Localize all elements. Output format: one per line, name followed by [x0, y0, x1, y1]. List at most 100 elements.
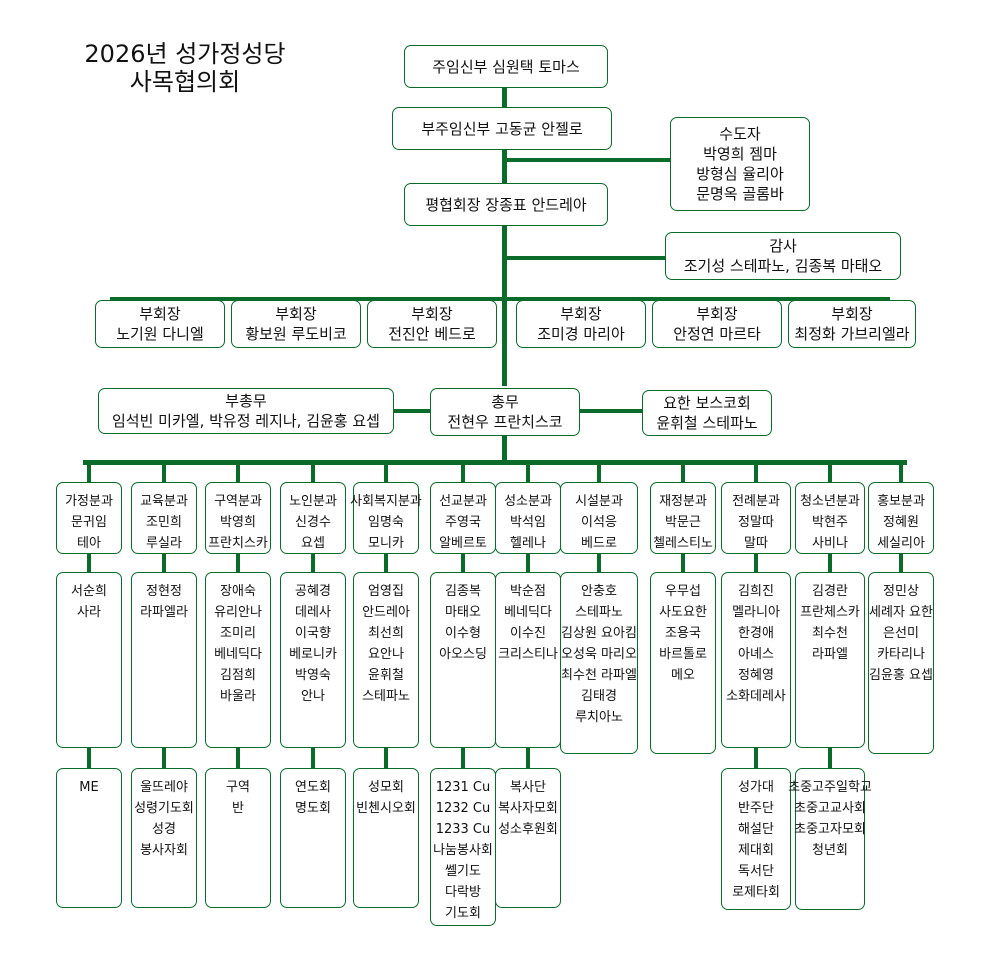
division-group-text: 복사자모회 — [498, 801, 558, 816]
secretary-general-box: 총무 전현우 프란치스코 — [430, 388, 580, 436]
division-member-text: 요안나 — [368, 647, 404, 662]
don-bosco-box: 요한 보스코회 윤휘철 스테파노 — [642, 390, 772, 436]
division-group-text: 초중고교사회 — [794, 801, 866, 816]
division-group-text: 성소후원회 — [498, 822, 558, 837]
division-member-text: 데레사 — [295, 605, 331, 620]
vice-president-heading: 부회장 — [831, 305, 873, 323]
division-member-text: 아오스딩 — [439, 647, 487, 662]
secretary-general-heading: 총무 — [491, 393, 519, 411]
division-member-text: 조용국 — [665, 626, 701, 641]
religious-box: 수도자 박영희 젬마 방형심 율리아 문명옥 골롬바 — [670, 117, 810, 211]
division-head-text: 테아 — [77, 536, 101, 551]
division-head-text: 첼레스티노 — [653, 536, 713, 551]
division-head-text: 시설분과 — [575, 494, 623, 509]
division-group-connector — [162, 748, 166, 772]
division-member-text: 김희진 — [738, 584, 774, 599]
division-member-text: 윤휘철 — [368, 668, 404, 683]
deputy-secretary-names: 임석빈 미카엘, 박유정 레지나, 김윤홍 요셉 — [112, 412, 380, 430]
division-member-text: 최수천 — [812, 626, 848, 641]
division-member-text: 이수진 — [510, 626, 546, 641]
division-member-text: 정현정 — [146, 584, 182, 599]
vice-president-name: 노기원 다니엘 — [116, 325, 204, 343]
division-group-text: 성경 — [152, 822, 176, 837]
division-group-connector — [461, 748, 465, 772]
division-member-text: 사도요한 — [659, 605, 707, 620]
division-group-text: 울뜨레야 — [140, 780, 188, 795]
division-group-text: 명도회 — [295, 801, 331, 816]
division-member-text: 한경애 — [738, 626, 774, 641]
division-head-text: 박석임 — [510, 515, 546, 530]
division-member-text: 이수형 — [445, 626, 481, 641]
division-member-text: 라파엘라 — [140, 605, 188, 620]
division-member-text: 김윤홍 요셉 — [869, 668, 933, 683]
division-head-text: 홍보분과 — [877, 494, 925, 509]
division-group-text: 1232 Cu — [435, 801, 491, 816]
division-group-text: 봉사자회 — [140, 843, 188, 858]
division-head-text: 헬레나 — [510, 536, 546, 551]
division-group-text: ME — [79, 780, 99, 795]
division-member-text: 라파엘 — [812, 647, 848, 662]
division-member-text: 베로니카 — [289, 647, 337, 662]
division-head-text: 가정분과 — [65, 494, 113, 509]
division-head-text: 루실라 — [146, 536, 182, 551]
chart-title-line-2: 사목협의회 — [129, 68, 241, 96]
secretary-down-connector — [502, 435, 507, 463]
division-head-text: 사비나 — [812, 536, 848, 551]
division-group-text: 반 — [232, 801, 244, 816]
division-member-text: 최수천 라파엘 — [561, 668, 637, 683]
division-member-text: 카타리나 — [877, 647, 925, 662]
vice-president-heading: 부회장 — [411, 305, 453, 323]
deputy-secretary-connector — [392, 409, 430, 413]
division-member-text: 정혜영 — [738, 668, 774, 683]
division-head-text: 요셉 — [301, 536, 325, 551]
division-group-text: 나눔봉사회 — [433, 843, 493, 858]
division-member-text: 이국향 — [295, 626, 331, 641]
main-vertical-connector — [502, 86, 507, 386]
division-member-text: 정민상 — [883, 584, 919, 599]
division-group-connector — [754, 748, 758, 772]
division-group-text: 성령기도회 — [134, 801, 194, 816]
division-member-text: 마태오 — [445, 605, 481, 620]
division-member-text: 소화데레사 — [726, 689, 786, 704]
division-group-text: 다락방 — [445, 885, 481, 900]
division-member-text: 프란체스카 — [800, 605, 860, 620]
division-head-text: 교육분과 — [140, 494, 188, 509]
religious-member: 방형심 율리아 — [696, 165, 784, 183]
president-box: 평협회장 장종표 안드레아 — [404, 183, 608, 226]
division-member-text: 공혜경 — [295, 584, 331, 599]
division-member-text: 베네딕다 — [504, 605, 552, 620]
division-group-text: 빈첸시오회 — [356, 801, 416, 816]
don-bosco-heading: 요한 보스코회 — [663, 394, 751, 412]
division-member-text: 은선미 — [883, 626, 919, 641]
division-group-text: 성모회 — [368, 780, 404, 795]
don-bosco-connector — [580, 409, 642, 413]
division-head-text: 주영국 — [445, 515, 481, 530]
auditors-box: 감사 조기성 스테파노, 김종복 마태오 — [665, 232, 901, 280]
chart-title: 2026년 성가정성당 사목협의회 — [70, 40, 300, 96]
division-head-text: 전례분과 — [732, 494, 780, 509]
division-group-text: 복사단 — [510, 780, 546, 795]
pastor-name: 주임신부 심원택 토마스 — [432, 57, 580, 76]
division-group-text: 성가대 — [738, 780, 774, 795]
division-head-text: 신경수 — [295, 515, 331, 530]
division-member-text: 박영숙 — [295, 668, 331, 683]
division-group-text: 로제타회 — [732, 885, 780, 900]
division-group-text: 구역 — [226, 780, 250, 795]
